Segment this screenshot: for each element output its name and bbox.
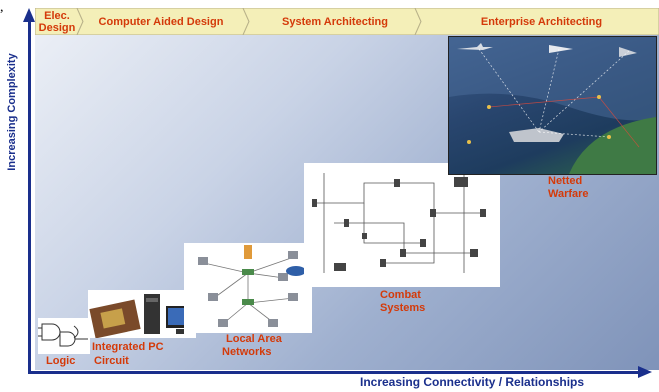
y-axis-label: Increasing Complexity [6, 53, 18, 171]
integrated-pc-label-line2: Circuit [94, 355, 129, 367]
stage-elec-design: Elec. Design [38, 9, 76, 34]
stage-computer-aided-design: Computer Aided Design [98, 15, 224, 28]
logic-gate-icon [38, 323, 88, 347]
stage-banner-shapes [35, 8, 659, 35]
integrated-pc-label-line1: Integrated PC [92, 341, 164, 353]
netted-warfare-image [448, 36, 657, 175]
logic-gates-image [38, 318, 90, 354]
netted-warfare-scene-icon [449, 37, 656, 174]
x-axis-label: Increasing Connectivity / Relationships [360, 375, 585, 389]
stray-comma: , [0, 0, 4, 15]
network-topology-icon [198, 245, 306, 327]
stage-banner [35, 8, 659, 35]
chip-and-computer-icon [89, 294, 194, 339]
x-axis [28, 371, 640, 374]
stage-system-architecting: System Architecting [282, 15, 388, 28]
netted-warfare-label-line1: Netted [548, 175, 583, 187]
combat-systems-network-icon [312, 173, 486, 273]
lan-label-line2: Networks [222, 346, 272, 358]
lan-diagram-image [184, 243, 312, 333]
combat-systems-image [304, 163, 500, 287]
stage-enterprise-architecting: Enterprise Architecting [480, 15, 603, 28]
logic-label: Logic [46, 355, 76, 367]
combat-systems-label-line1: Combat [380, 289, 421, 301]
y-axis-arrow-icon [23, 8, 35, 22]
x-axis-arrow-icon [638, 366, 652, 378]
ic-pc-image [88, 290, 196, 339]
netted-warfare-label-line2: Warfare [548, 188, 589, 200]
lan-label-line1: Local Area [226, 333, 282, 345]
combat-systems-label-line2: Systems [380, 302, 426, 314]
y-axis [28, 22, 31, 374]
